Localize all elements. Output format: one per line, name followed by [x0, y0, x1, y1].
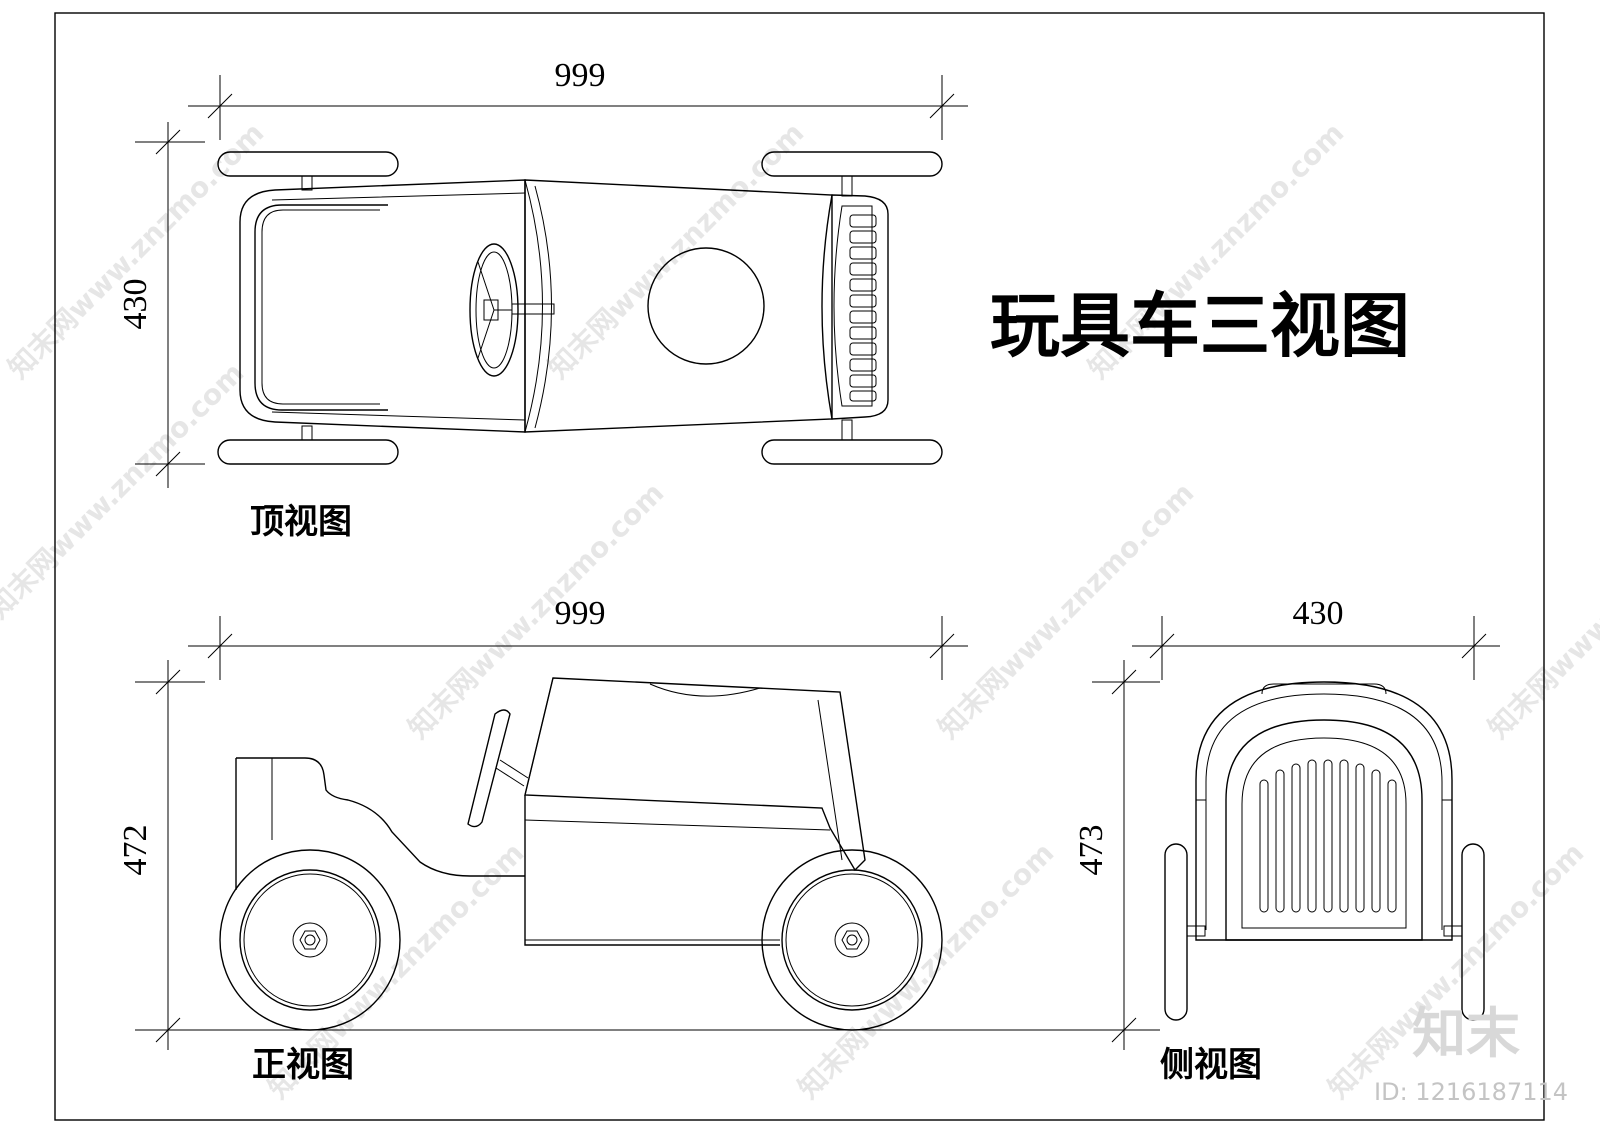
front-dim-width: 999 [555, 595, 606, 632]
front-rear-hub-center [304, 934, 316, 946]
top-axle [841, 419, 853, 441]
front-view-label: 正视图 [252, 1045, 354, 1085]
side-view-label: 侧视图 [1160, 1045, 1262, 1085]
top-hood-front-curve [524, 179, 552, 433]
front-dim-height: 472 [117, 825, 154, 876]
top-view-label: 顶视图 [250, 502, 352, 542]
top-steering-spokes [477, 261, 512, 359]
front-steering-shaft [495, 759, 529, 787]
front-body [524, 795, 780, 946]
watermark-id: ID: 1216187114 [1374, 1078, 1568, 1106]
top-steering-wheel [469, 243, 519, 377]
front-view: 999 472 正视图 [117, 595, 1100, 1085]
front-rear-hub-nut [299, 930, 321, 950]
side-axle-right [1443, 925, 1463, 937]
side-outer-arch-inner [1205, 693, 1443, 930]
front-hood [524, 677, 866, 872]
top-front-nose-inner [833, 205, 873, 407]
front-seat-back [236, 757, 525, 877]
front-front-hub-center [846, 934, 858, 946]
side-grille-bars [1259, 759, 1397, 913]
front-steering-column [467, 709, 511, 828]
front-front-hub-nut [841, 930, 863, 950]
top-wheel [217, 439, 399, 465]
side-dim-line-width [1132, 616, 1500, 680]
side-wheel-left [1164, 843, 1188, 1021]
front-rear-wheel-rim [239, 869, 381, 1011]
watermark-text: 知末网www.znzmo.com [402, 476, 671, 745]
top-dim-line-width [188, 75, 968, 140]
top-axle [301, 175, 313, 191]
top-seat-body [239, 179, 526, 433]
side-view: 430 473 侧视图 [1073, 595, 1500, 1085]
side-dim-width: 430 [1293, 595, 1344, 632]
side-dim-height: 473 [1073, 825, 1110, 876]
top-dim-line-height [135, 122, 205, 488]
watermark-text: 知末网www.znzmo.com [1482, 476, 1600, 745]
top-steering-hub [483, 299, 499, 321]
top-hood [524, 179, 833, 433]
top-front-nose [821, 194, 889, 420]
front-hood-line [524, 677, 831, 831]
front-front-wheel-rim-inner [785, 873, 919, 1007]
watermark-brand: 知末 [1412, 1002, 1520, 1065]
front-rear-hub [292, 922, 328, 958]
top-seat-rim [271, 192, 526, 421]
side-grille-panel [1225, 719, 1423, 941]
top-dim-height: 430 [117, 279, 154, 330]
side-handle-slot [1261, 683, 1387, 695]
top-wheel [761, 439, 943, 465]
watermark-text: 知末网www.znzmo.com [542, 116, 811, 385]
top-grille [849, 214, 877, 402]
front-dim-line-width [188, 616, 968, 680]
front-hood-top-curve [649, 683, 761, 697]
top-round-seat [647, 247, 765, 365]
side-grille-panel-inner [1241, 737, 1407, 929]
front-rear-wheel-rim-inner [243, 873, 377, 1007]
front-hood-side [817, 699, 843, 861]
top-view: 999 430 顶视图 [117, 57, 968, 542]
top-dim-width: 999 [555, 57, 606, 94]
watermark-text: 知末网www.znzmo.com [932, 476, 1201, 745]
watermark-text: 知末网www.znzmo.com [2, 116, 271, 385]
side-outer-arch [1195, 681, 1453, 941]
watermark-text: 知末网www.znzmo.com [792, 836, 1061, 1105]
side-dim-line-height [1092, 660, 1160, 1050]
sheet-border [54, 12, 1545, 1121]
top-axle [841, 175, 853, 197]
drawing-title: 玩具车三视图 [990, 284, 1410, 367]
top-seat-handle-inner [261, 209, 380, 405]
top-axle [301, 425, 313, 441]
front-front-hub [834, 922, 870, 958]
front-front-wheel-rim [781, 869, 923, 1011]
front-dim-line-height [135, 660, 205, 1050]
top-seat-handle [254, 204, 388, 411]
top-steering-column [511, 303, 555, 315]
watermark-text: 知末网www.znzmo.com [0, 356, 250, 625]
